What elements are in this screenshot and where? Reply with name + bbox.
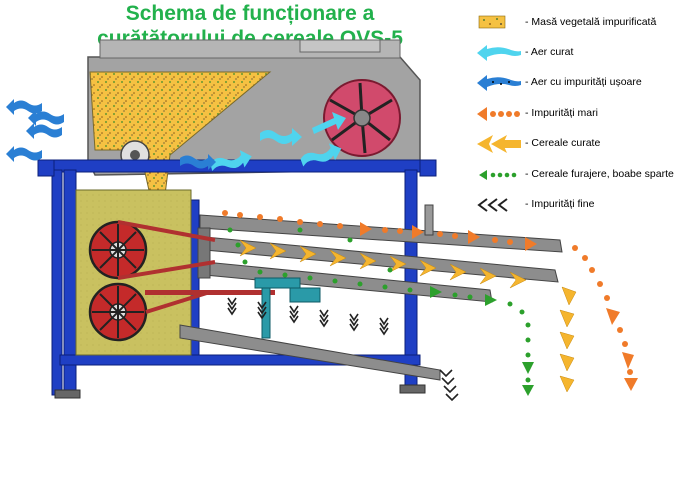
fine-impurities-flow xyxy=(227,297,459,402)
legend-label: - Aer cu impurități ușoare xyxy=(525,76,642,88)
drive-belt xyxy=(117,220,216,314)
legend-item: - Aer cu impurități ușoare xyxy=(475,72,690,96)
legend-label: - Masă vegetală impurificată xyxy=(525,16,657,28)
legend-label: - Aer curat xyxy=(525,46,574,58)
legend-item: - Impurități mari xyxy=(475,103,690,127)
legend-item: - Aer curat xyxy=(475,42,690,66)
large-impurities-arrow-icon xyxy=(475,103,523,125)
legend-label: - Impurități fine xyxy=(525,198,595,210)
frame-corner-left xyxy=(37,159,55,177)
clean-grain-arrow-icon xyxy=(475,133,523,155)
clean-grain-flow xyxy=(239,239,577,393)
sieve-rails xyxy=(179,214,563,381)
frame-corner-right xyxy=(419,159,437,177)
large-impurities-flow xyxy=(222,210,638,391)
legend-item: - Cereale furajere, boabe sparte xyxy=(475,164,690,188)
mixed-mass-icon xyxy=(475,12,523,34)
drive-pulley-top xyxy=(88,220,148,280)
drive-pulley-bottom xyxy=(88,282,148,342)
crank-rod xyxy=(145,290,275,295)
fan-rotor xyxy=(323,79,401,157)
legend-item: - Masă vegetală impurificată xyxy=(475,12,690,36)
fodder-grain-flow xyxy=(227,227,534,396)
fodder-grain-arrow-icon xyxy=(475,164,523,186)
legend-label: - Cereale curate xyxy=(525,137,601,149)
machine-frame xyxy=(49,159,431,399)
legend-item: - Impurități fine xyxy=(475,194,690,218)
clean-air-arrow-icon xyxy=(475,42,523,64)
dusty-air-flow xyxy=(6,99,216,170)
legend-label: - Cereale furajere, boabe sparte xyxy=(525,168,674,180)
legend-label: - Impurități mari xyxy=(525,107,598,119)
clean-air-flow xyxy=(210,112,346,171)
fine-impurities-chevron-icon xyxy=(475,194,523,216)
diagram-title-line-1: Schema de funcționare a xyxy=(125,2,375,25)
dusty-air-arrow-icon xyxy=(475,72,523,94)
legend-item: - Cereale curate xyxy=(475,133,690,157)
outlet-spout xyxy=(424,204,434,236)
